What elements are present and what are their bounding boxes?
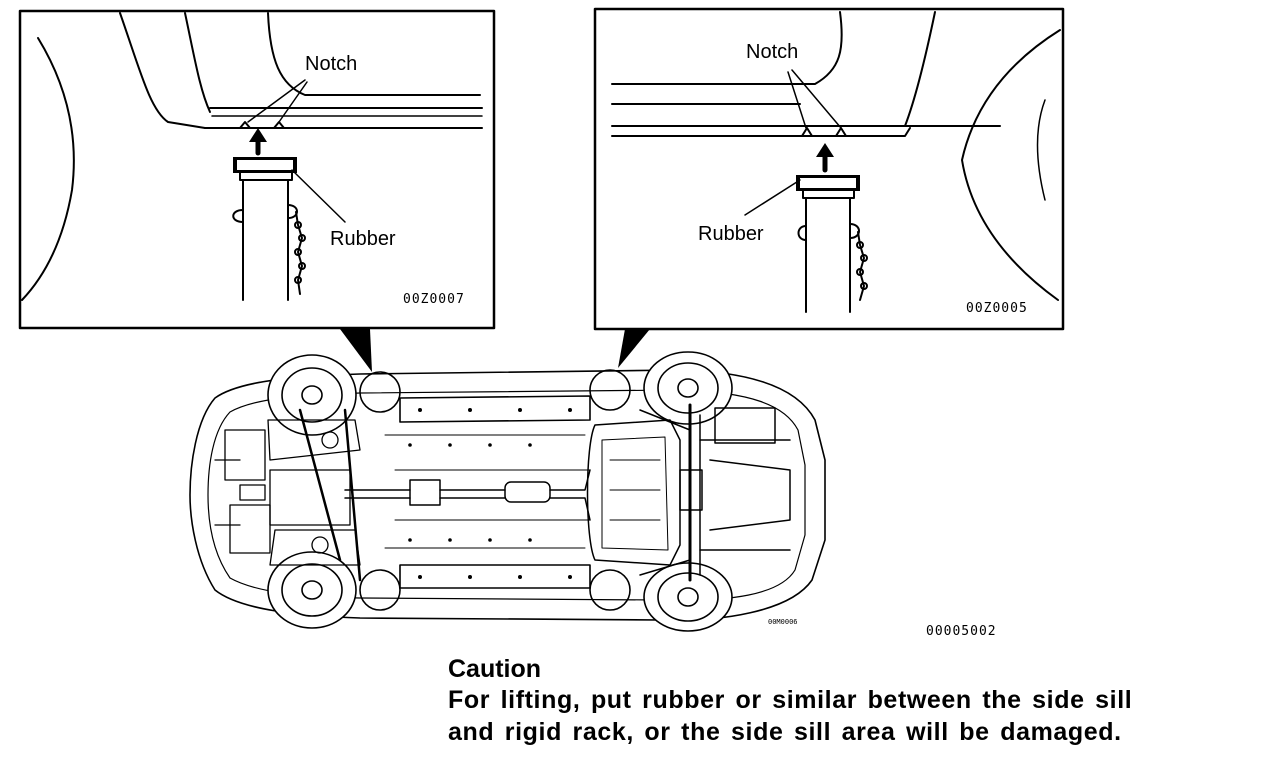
left-wheel-arch — [21, 37, 75, 301]
caution-title: Caution — [448, 655, 542, 683]
lift-point-rear-right — [589, 569, 631, 611]
rear-suspension — [639, 403, 791, 582]
exhaust-system — [344, 407, 776, 521]
left-jack — [232, 157, 306, 301]
right-wheel-arch — [961, 29, 1061, 301]
rear-right-wheel — [643, 562, 733, 632]
right-callout-pointer — [618, 329, 650, 368]
rear-left-wheel — [643, 351, 733, 425]
lift-point-front-right — [359, 569, 401, 611]
left-rubber-label: Rubber — [330, 228, 396, 250]
right-rubber-label: Rubber — [698, 223, 764, 245]
lift-point-front-left — [359, 371, 401, 413]
engine-bay — [214, 408, 362, 582]
left-callout-pointer — [340, 329, 372, 372]
vehicle-underbody: 00M0006 — [189, 351, 826, 632]
right-notch-front — [801, 127, 813, 137]
right-detail-panel: Notch Rubber 00Z0005 — [593, 7, 1065, 331]
underbody-small-code: 00M0006 — [768, 618, 798, 626]
left-side-sill — [399, 395, 591, 423]
right-figure-code: 00Z0005 — [966, 301, 1028, 316]
front-left-wheel — [267, 354, 357, 436]
left-notch-label: Notch — [305, 53, 357, 75]
right-jack — [796, 175, 868, 313]
right-side-sill — [399, 564, 591, 589]
left-notch-front — [239, 121, 251, 129]
underbody-figure-code: 00005002 — [926, 624, 997, 639]
caution-line-1: For lifting, put rubber or similar betwe… — [448, 686, 1133, 714]
lift-point-rear-left — [589, 369, 631, 411]
right-notch-label: Notch — [746, 41, 798, 63]
caution-note: Caution For lifting, put rubber or simil… — [448, 654, 1248, 748]
front-right-wheel — [267, 551, 357, 629]
left-figure-code: 00Z0007 — [403, 292, 465, 307]
right-panel-frame — [593, 7, 1065, 331]
floor-rivets — [408, 408, 572, 579]
left-detail-panel: Notch Rubber 00Z0007 — [18, 9, 496, 330]
left-panel-frame — [18, 9, 496, 330]
fuel-tank — [586, 419, 681, 566]
right-notch-rear — [835, 127, 847, 137]
caution-line-2: and rigid rack, or the side sill area wi… — [448, 718, 1122, 746]
